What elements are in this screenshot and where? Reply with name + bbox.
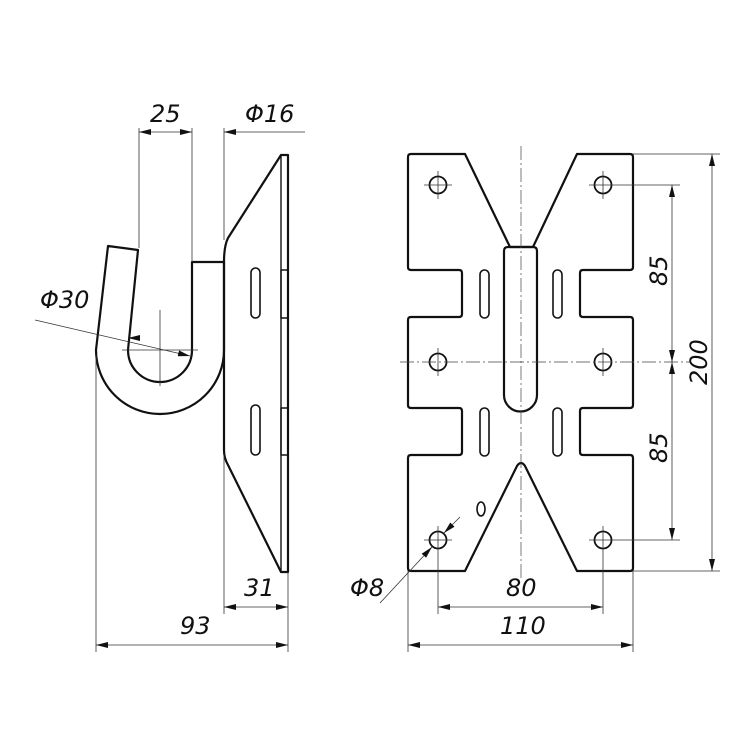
side-view: 25 Φ16 Φ30 31 93 xyxy=(34,100,305,652)
dim-hole-spacing-x: 80 xyxy=(506,574,537,602)
hook-profile xyxy=(94,244,226,416)
slot xyxy=(250,404,261,456)
rod-slot xyxy=(502,245,539,413)
dim-plate-depth: 31 xyxy=(244,574,275,602)
dim-bend-diameter: Φ30 xyxy=(40,286,89,314)
dim-hole-spacing-y-top: 85 xyxy=(645,255,673,286)
dim-overall-depth: 93 xyxy=(180,612,211,640)
dim-width: 110 xyxy=(500,612,546,640)
slot xyxy=(250,267,261,319)
dim-hole-diameter: Φ8 xyxy=(350,574,384,602)
dim-height: 200 xyxy=(685,339,713,385)
dim-hook-gap: 25 xyxy=(150,100,181,128)
front-view: Φ8 80 110 200 85 85 xyxy=(350,146,720,652)
dim-rod-diameter: Φ16 xyxy=(245,100,294,128)
mounting-plate-profile xyxy=(222,153,290,574)
mounting-holes xyxy=(428,175,613,550)
slots xyxy=(476,269,563,517)
dim-hole-spacing-y-bottom: 85 xyxy=(645,432,673,463)
plate-outline xyxy=(406,152,635,573)
